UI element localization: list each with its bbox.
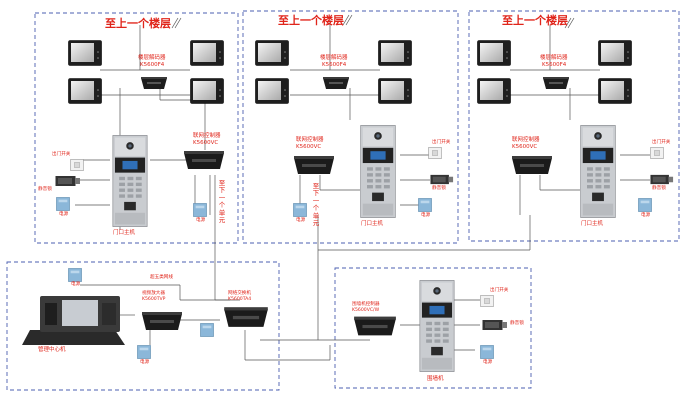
video-amp-name: 视频放大器 — [142, 291, 165, 296]
down-unit-label-1: 至下一个单元 — [218, 179, 226, 225]
door-main-label-1: 门口主机 — [113, 230, 136, 236]
controller-2-model: K5600VC — [296, 144, 322, 150]
network-controller-icon — [142, 151, 552, 336]
wall-controller-model: K5600VC/W — [352, 308, 380, 313]
lock-label-4: 静音锁 — [510, 321, 524, 326]
exit-button-label-3: 出门开关 — [652, 140, 671, 145]
wall-unit-label: 围墙机 — [427, 376, 444, 382]
controller-1-model: K5600VC — [193, 140, 219, 146]
lock-label-1: 静音锁 — [38, 187, 52, 192]
up-floor-label-3: 至上一个楼层 — [502, 14, 568, 27]
cable-type-label: 超五类网线 — [150, 275, 173, 280]
lock-label-3: 静音锁 — [652, 186, 666, 191]
wall-controller-name: 围墙机控制器 — [352, 302, 380, 307]
exit-button-label-1: 出门开关 — [52, 152, 71, 157]
cable-slash-marks — [171, 14, 575, 29]
up-floor-label-2: 至上一个楼层 — [278, 14, 344, 27]
decoder-3-model: K5600F4 — [542, 62, 567, 68]
decoder-1-model: K5600F4 — [140, 62, 165, 68]
switch-name: 网络交换机 — [228, 291, 251, 296]
management-console-label: 管理中心机 — [38, 347, 66, 353]
power-label-3: 电源 — [296, 218, 306, 223]
power-label-5: 电源 — [641, 213, 651, 218]
lock-label-2: 静音锁 — [432, 186, 446, 191]
power-label-2: 电源 — [196, 218, 206, 223]
management-console-icon — [22, 296, 125, 345]
controller-1-name: 联网控制器 — [193, 133, 221, 139]
controller-2-name: 联网控制器 — [296, 137, 324, 143]
switch-model: K5600TA4 — [228, 297, 252, 302]
decoder-2-model: K5600F4 — [322, 62, 347, 68]
controller-3-name: 联网控制器 — [512, 137, 540, 143]
door-main-label-2: 门口主机 — [361, 221, 384, 227]
up-floor-label-1: 至上一个楼层 — [105, 17, 171, 30]
decoder-3-name: 楼层解码器 — [540, 55, 568, 61]
power-label-7: 电源 — [140, 360, 150, 365]
exit-button-label-2: 出门开关 — [432, 140, 451, 145]
power-label-6: 电源 — [71, 282, 81, 287]
power-label-4: 电源 — [421, 213, 431, 218]
controller-3-model: K5600VC — [512, 144, 538, 150]
decoder-2-name: 楼层解码器 — [320, 55, 348, 61]
dashed-group-borders — [6, 10, 680, 391]
down-unit-label-2: 至下一个单元 — [312, 182, 320, 228]
power-label-1: 电源 — [59, 212, 69, 217]
video-amp-model: K5600TVP — [142, 297, 166, 302]
door-main-label-3: 门口主机 — [581, 221, 604, 227]
power-label-8: 电源 — [483, 360, 493, 365]
exit-button-label-4: 出门开关 — [490, 288, 509, 293]
decoder-1-name: 楼层解码器 — [138, 55, 166, 61]
